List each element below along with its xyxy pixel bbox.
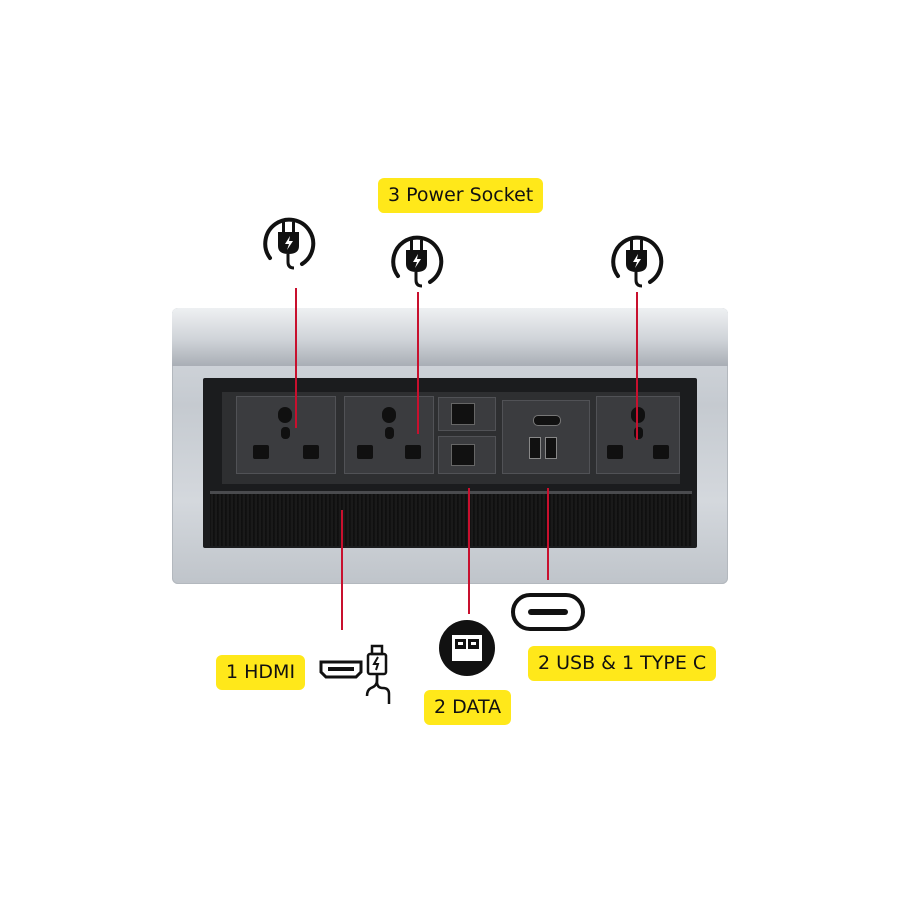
socket-box-lid — [172, 308, 728, 366]
power-plug-icon — [391, 235, 444, 288]
callout-line-hdmi — [341, 510, 343, 630]
callout-line-data — [468, 488, 470, 614]
usb-label: 2 USB & 1 TYPE C — [528, 646, 717, 681]
brush-strip — [210, 494, 692, 546]
data-port-1 — [438, 397, 496, 431]
usb-module — [502, 400, 590, 474]
power-socket-2 — [344, 396, 434, 474]
power-socket-3 — [596, 396, 680, 474]
callout-line-power-1 — [295, 288, 297, 428]
brush-strip-edge — [210, 491, 692, 496]
power-plug-icon — [611, 235, 664, 288]
power-socket-1 — [236, 396, 336, 474]
power-plug-icon — [263, 217, 316, 270]
data-label: 2 DATA — [424, 690, 512, 725]
power-socket-label: 3 Power Socket — [378, 178, 544, 213]
hdmi-label: 1 HDMI — [216, 655, 306, 690]
data-port-2 — [438, 436, 496, 474]
callout-line-usb — [547, 488, 549, 580]
hdmi-cable-icon — [319, 644, 391, 704]
callout-line-power-3 — [636, 292, 638, 440]
callout-line-power-2 — [417, 292, 419, 434]
usb-c-port-icon — [511, 593, 585, 631]
ethernet-port-icon — [439, 620, 495, 676]
